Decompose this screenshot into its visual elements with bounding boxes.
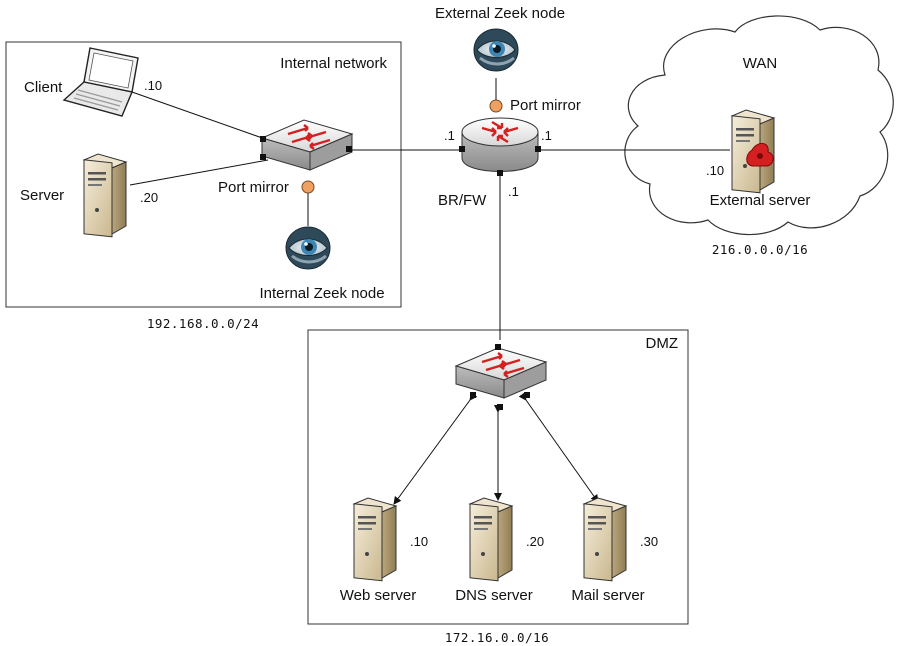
dns-server-icon [469,497,513,582]
internal-port-mirror-label: Port mirror [218,179,289,196]
dns-server-label: DNS server [455,587,533,604]
wan-title: WAN [743,55,777,72]
dmz-zone [307,329,689,625]
external-port-mirror-dot [489,99,503,113]
server-icon [83,153,127,238]
internal-switch-icon [260,118,354,172]
mail-server-icon [583,497,627,582]
web-server-icon [353,497,397,582]
internal-zeek-label: Internal Zeek node [259,285,384,302]
external-server-label: External server [710,192,811,209]
external-server-ip: .10 [706,163,724,178]
router-ip-bottom: .1 [508,184,519,199]
router-icon [459,117,541,176]
internal-port-mirror-dot [301,180,315,194]
router-label: BR/FW [438,192,487,209]
dmz-title: DMZ [646,335,679,352]
dmz-subnet: 172.16.0.0/16 [445,630,549,645]
link-dmz-mail [518,391,599,503]
web-server-label: Web server [340,587,416,604]
client-label: Client [24,79,63,96]
external-zeek-eye-icon [472,27,520,73]
router-ip-right: .1 [541,128,552,143]
router-ip-left: .1 [444,128,455,143]
dmz-switch-icon [454,344,548,410]
external-server-icon [731,109,775,194]
link-server-switch [129,159,269,186]
wan-subnet: 216.0.0.0/16 [712,242,808,257]
server-ip: .20 [140,190,158,205]
internal-zeek-eye-icon [284,225,332,271]
client-ip: .10 [144,78,162,93]
web-server-ip: .10 [410,534,428,549]
external-port-mirror-label: Port mirror [510,97,581,114]
dns-server-ip: .20 [526,534,544,549]
mail-server-ip: .30 [640,534,658,549]
internal-network-subnet: 192.168.0.0/24 [147,316,259,331]
client-laptop-icon [62,47,139,117]
link-client-switch [131,91,269,141]
link-dmz-web [393,391,478,505]
external-zeek-label: External Zeek node [435,5,565,22]
internal-network-zone [5,41,402,308]
server-label: Server [20,187,64,204]
mail-server-label: Mail server [571,587,644,604]
internal-network-title: Internal network [280,55,387,72]
